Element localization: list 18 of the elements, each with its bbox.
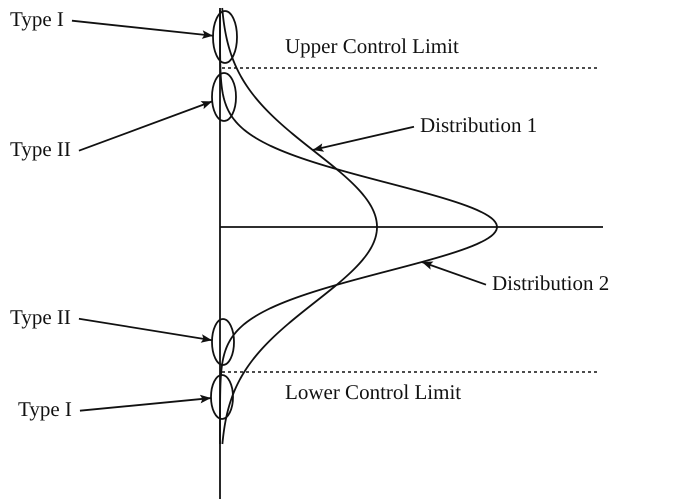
leader-arrow xyxy=(312,126,414,152)
callout-label: Type I xyxy=(10,8,64,32)
callout-label: Distribution 2 xyxy=(492,272,610,296)
leader-arrow xyxy=(78,100,212,152)
callout-label: Type II xyxy=(10,306,71,330)
error-region-ellipse xyxy=(211,72,237,122)
limit-label: Lower Control Limit xyxy=(285,381,462,404)
error-region-ellipse xyxy=(210,374,234,420)
leader-arrow xyxy=(80,394,212,412)
error-region-ellipse xyxy=(212,10,238,64)
callout-label: Type II xyxy=(10,138,71,162)
error-region-ellipse xyxy=(211,318,235,366)
callout-label: Distribution 1 xyxy=(420,114,538,138)
limit-label: Upper Control Limit xyxy=(285,35,459,58)
callout-label: Type I xyxy=(18,398,72,422)
leader-arrow xyxy=(72,20,214,39)
leader-arrow xyxy=(78,318,212,343)
leader-arrow xyxy=(422,261,486,286)
